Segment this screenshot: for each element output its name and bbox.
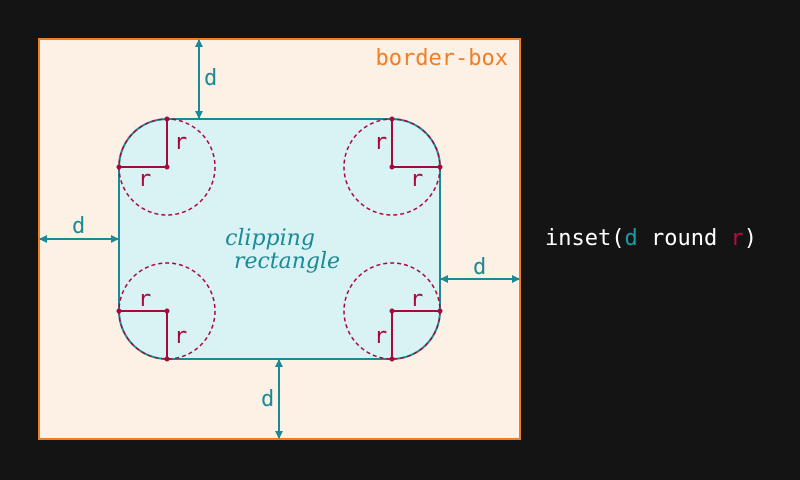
radius-label-tl-vertical: r [174, 130, 187, 155]
inset-label-bottom: d [261, 387, 274, 412]
inset-label-right: d [473, 255, 486, 280]
radius-top-left [116, 116, 170, 170]
formula-round: round [638, 226, 731, 251]
formula-close: ) [744, 226, 757, 251]
radius-label-tr-vertical: r [374, 130, 387, 155]
radius-bottom-left [116, 308, 170, 362]
radius-label-bl-vertical: r [174, 324, 187, 349]
inset-formula: inset(d round r) [545, 226, 757, 251]
inset-label-left: d [72, 214, 85, 239]
formula-d: d [624, 226, 637, 251]
radius-label-tl-horizontal: r [138, 167, 151, 192]
clipping-label-line1: clipping [225, 226, 315, 251]
radius-label-tr-horizontal: r [410, 167, 423, 192]
formula-func: inset( [545, 226, 624, 251]
radius-top-right [389, 116, 443, 170]
radius-label-bl-horizontal: r [138, 287, 151, 312]
border-box-label: border-box [376, 46, 508, 71]
radius-label-br-vertical: r [374, 324, 387, 349]
radius-bottom-right [389, 308, 443, 362]
formula-r: r [730, 226, 743, 251]
clipping-label-line2: rectangle [234, 249, 340, 274]
inset-label-top: d [204, 66, 217, 91]
radius-label-br-horizontal: r [410, 287, 423, 312]
